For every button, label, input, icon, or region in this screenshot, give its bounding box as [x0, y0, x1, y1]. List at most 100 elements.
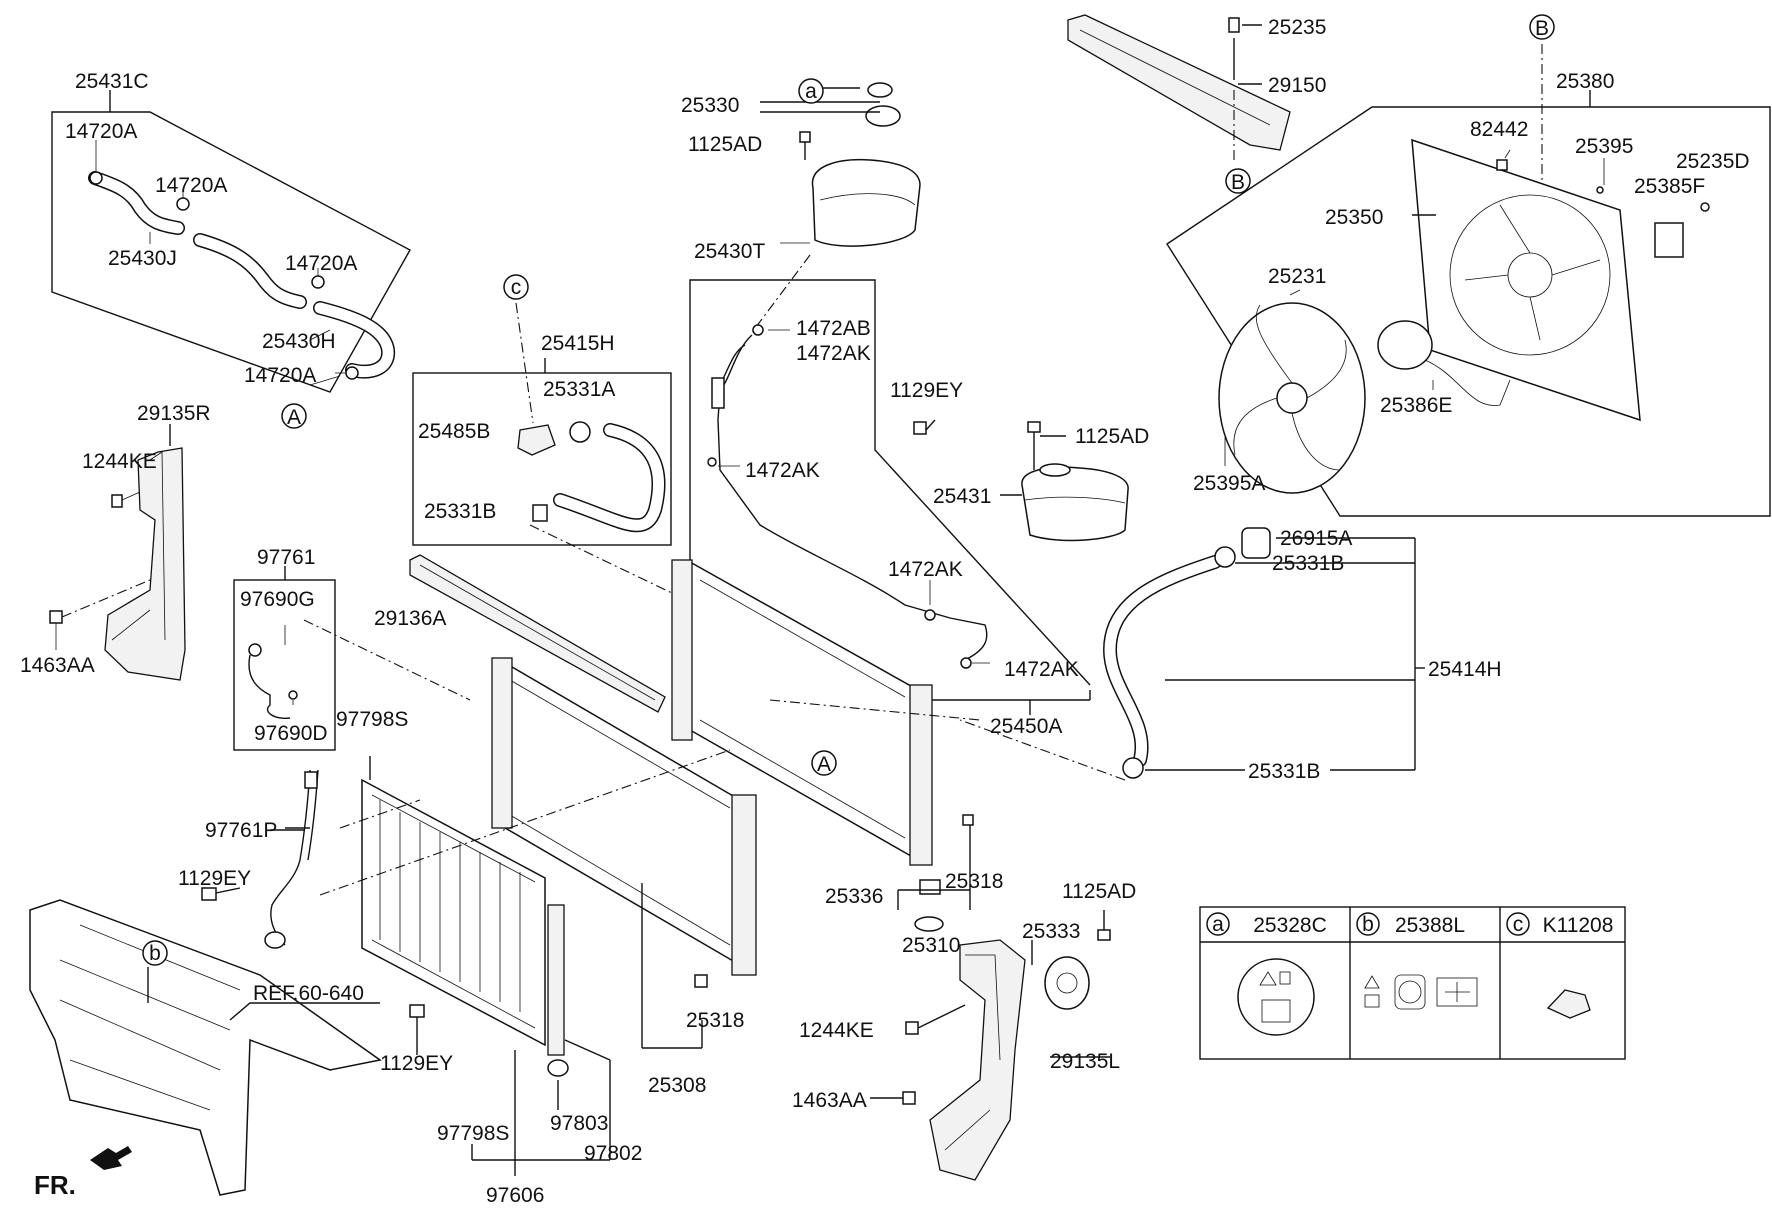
label-97798s-2: 97798S [437, 1122, 509, 1145]
upper-hose-25414h [959, 527, 1425, 781]
label-29135l: 29135L [1050, 1050, 1120, 1073]
label-25385f: 25385F [1634, 175, 1705, 198]
marker-B-text-1: B [1231, 171, 1245, 194]
label-ref-60-640: REF.60-640 [253, 982, 364, 1005]
clip-part-icon [1546, 989, 1591, 1019]
air-guard-29135r [49, 424, 186, 681]
label-1125ad-2: 1125AD [1075, 425, 1149, 448]
marker-B-text-2: B [1535, 17, 1549, 40]
label-1463aa-2: 1463AA [792, 1089, 867, 1112]
legend-code-c: K11208 [1543, 914, 1614, 937]
label-25485b: 25485B [418, 420, 490, 443]
label-25333: 25333 [1022, 920, 1080, 943]
pipe-97761p [264, 749, 731, 949]
label-25430h: 25430H [262, 330, 336, 353]
reservoir-25430t [749, 82, 921, 336]
label-1463aa-1: 1463AA [20, 654, 95, 677]
label-25415h: 25415H [541, 332, 615, 355]
marker-a-text: a [805, 80, 817, 103]
label-29135r: 29135R [137, 402, 211, 425]
label-29150: 29150 [1268, 74, 1326, 97]
deflector-29136a [409, 554, 666, 713]
label-14720a-4: 14720A [244, 364, 316, 387]
label-25331a: 25331A [543, 378, 615, 401]
fan-warning-label-icon [1364, 974, 1478, 1010]
legend-marker-a: a [1212, 913, 1224, 936]
label-25431c: 25431C [75, 70, 149, 93]
label-fr: FR. [34, 1170, 76, 1200]
overflow-hose-25450a [689, 279, 1091, 715]
hose-box-25415h [412, 302, 771, 641]
fan-shroud-group-25380 [1166, 44, 1771, 517]
label-25395a: 25395A [1193, 472, 1265, 495]
label-1129ey-1: 1129EY [178, 867, 251, 890]
label-25310: 25310 [902, 934, 960, 957]
sensor-box-97761 [233, 566, 471, 751]
marker-A-text-2: A [817, 753, 831, 776]
label-97803: 97803 [550, 1112, 608, 1135]
marker-B-seal: B [1225, 168, 1251, 194]
label-25318-1: 25318 [945, 870, 1003, 893]
leader-lines [201, 829, 425, 1055]
condenser-97606 [361, 756, 611, 1176]
label-25395: 25395 [1575, 135, 1633, 158]
label-1125ad-3: 1125AD [1062, 880, 1136, 903]
label-25308: 25308 [648, 1074, 706, 1097]
label-1472ak-3: 1472AK [888, 558, 963, 581]
marker-c-top: c [503, 274, 529, 300]
legend-code-a: 25328C [1253, 914, 1327, 937]
marker-c-text: c [511, 276, 522, 299]
label-14720a-2: 14720A [155, 174, 227, 197]
marker-b-text: b [149, 942, 161, 965]
label-25380: 25380 [1556, 70, 1614, 93]
label-25231: 25231 [1268, 265, 1326, 288]
warning-label-icon [1237, 958, 1315, 1036]
legend-marker-b: b [1362, 913, 1374, 936]
label-1472ak-2: 1472AK [745, 459, 820, 482]
label-97606: 97606 [486, 1184, 544, 1207]
label-1244ke-1: 1244KE [82, 450, 157, 473]
label-25450a: 25450A [990, 715, 1062, 738]
label-97690d: 97690D [254, 722, 328, 745]
legend-table: a 25328C b 25388L c K11208 [1199, 906, 1626, 1060]
hose-group-25431c [51, 90, 411, 393]
label-25350: 25350 [1325, 206, 1383, 229]
reservoir-25431 [913, 419, 1129, 542]
label-25235: 25235 [1268, 16, 1326, 39]
legend-marker-c: c [1513, 913, 1524, 936]
label-25331b-3: 25331B [1248, 760, 1320, 783]
marker-circles: a c A A B B b [142, 14, 1555, 966]
label-97798s-1: 97798S [336, 708, 408, 731]
label-14720a-1: 14720A [65, 120, 137, 143]
label-14720a-3: 14720A [285, 252, 357, 275]
label-82442: 82442 [1470, 118, 1528, 141]
part-labels: 25431C 14720A 14720A 25430J 14720A 25430… [20, 16, 1750, 1207]
marker-b-carrier: b [142, 940, 168, 966]
label-25336: 25336 [825, 885, 883, 908]
legend-code-b: 25388L [1395, 914, 1465, 937]
label-97761p: 97761P [205, 819, 277, 842]
label-25318-2: 25318 [686, 1009, 744, 1032]
marker-A-text-1: A [287, 406, 301, 429]
label-97690g: 97690G [240, 588, 315, 611]
label-25330: 25330 [681, 94, 739, 117]
radiator-25310 [671, 559, 981, 932]
label-97802: 97802 [584, 1142, 642, 1165]
label-25430j: 25430J [108, 247, 177, 270]
radiator-25308 [491, 657, 757, 1049]
air-guard-29135l [870, 910, 1111, 1181]
label-26915a: 26915A [1280, 527, 1352, 550]
label-1472ab: 1472AB [796, 317, 871, 340]
label-25414h: 25414H [1428, 658, 1502, 681]
label-1472ak-4: 1472AK [1004, 658, 1079, 681]
label-25430t: 25430T [694, 240, 765, 263]
marker-A-hose: A [281, 403, 307, 429]
marker-A-radiator: A [811, 750, 837, 776]
label-1129ey-3: 1129EY [890, 379, 963, 402]
label-25331b-1: 25331B [424, 500, 496, 523]
label-1129ey-2: 1129EY [380, 1052, 453, 1075]
marker-B-shroud: B [1529, 14, 1555, 40]
label-25331b-2: 25331B [1272, 552, 1344, 575]
